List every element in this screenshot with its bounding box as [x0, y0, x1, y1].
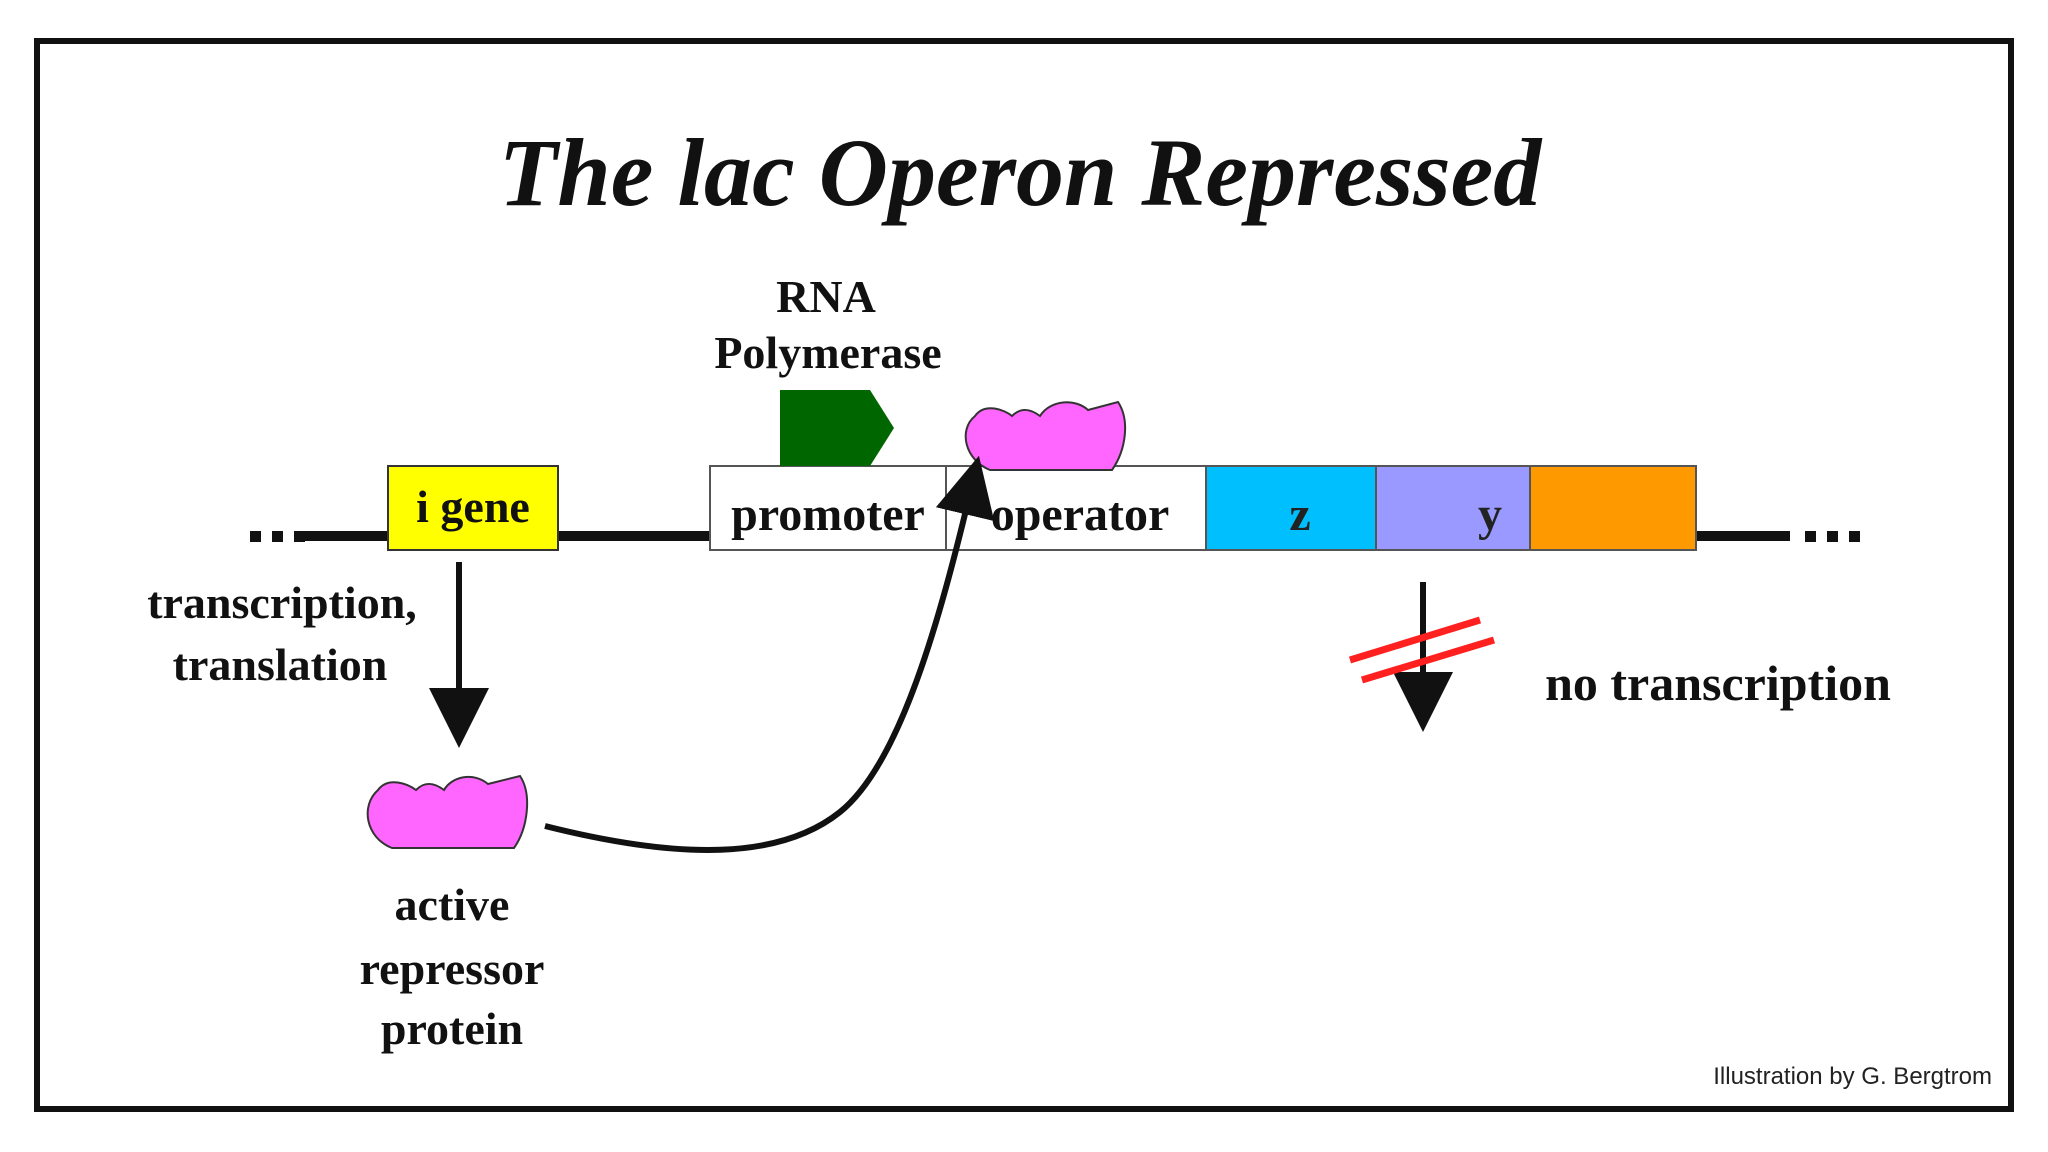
block-mark	[1348, 616, 1496, 684]
repressor-label-line1: active	[395, 879, 510, 930]
a-gene-segment	[1529, 465, 1697, 551]
diagram-title: The lac Operon Repressed	[499, 119, 1544, 226]
diagram-frame	[34, 38, 2014, 1112]
process-label-line1: transcription,	[147, 577, 417, 628]
i-gene-segment: i gene	[387, 465, 559, 551]
repressor-label-line3: protein	[381, 1003, 523, 1054]
rna-polymerase-shape	[780, 390, 894, 466]
rna-polymerase: RNA Polymerase	[714, 271, 942, 466]
promoter-label: promoter	[731, 488, 925, 541]
rna-polymerase-label-line1: RNA	[776, 271, 876, 322]
illustration-credit: Illustration by G. Bergtrom	[1713, 1063, 1992, 1090]
z-gene-label: z	[1289, 488, 1310, 541]
y-gene-label: y	[1478, 488, 1502, 541]
operator-label: operator	[991, 488, 1170, 541]
active-repressor-shape	[366, 774, 529, 849]
i-gene-label: i gene	[416, 481, 530, 532]
repressor-label-line2: repressor	[360, 943, 545, 994]
rna-polymerase-label-line2: Polymerase	[714, 327, 941, 378]
no-transcription-label: no transcription	[1545, 655, 1891, 711]
promoter-segment: promoter	[709, 465, 947, 551]
binding-arrow	[544, 455, 995, 853]
dna-continuation-left	[250, 531, 305, 542]
bound-repressor-shape	[964, 400, 1127, 471]
z-gene-segment: z	[1205, 465, 1377, 551]
y-gene-segment: y	[1375, 465, 1531, 551]
process-label-line2: translation	[173, 639, 388, 690]
dna-continuation-right	[1805, 531, 1860, 542]
operator-segment: operator	[945, 465, 1207, 551]
